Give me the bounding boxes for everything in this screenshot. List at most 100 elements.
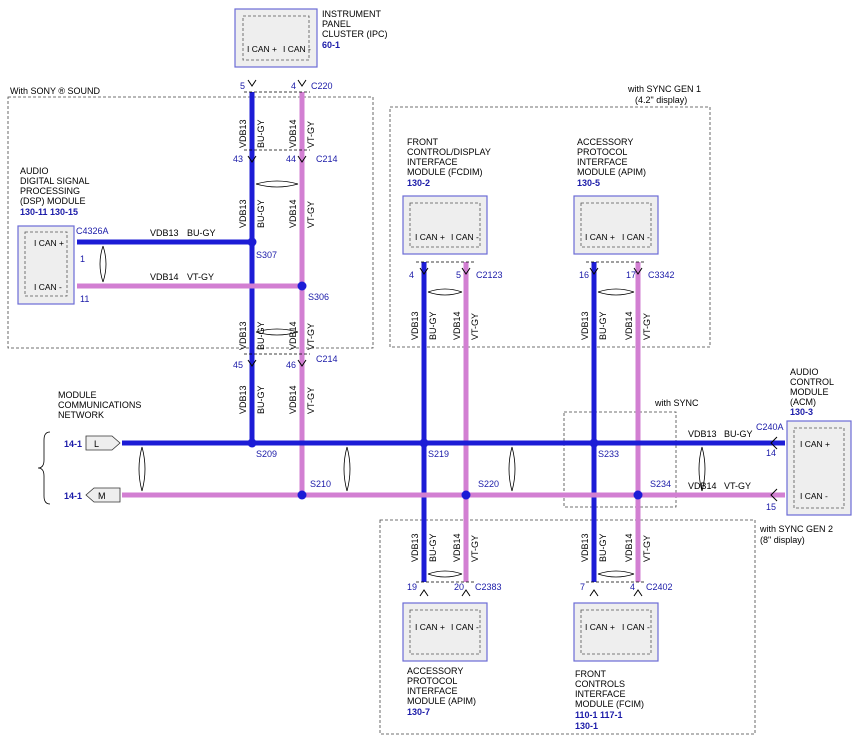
svg-text:ACCESSORY: ACCESSORY <box>407 666 463 676</box>
svg-text:(DSP) MODULE: (DSP) MODULE <box>20 196 86 206</box>
svg-text:15: 15 <box>766 502 776 512</box>
svg-text:I CAN +: I CAN + <box>585 232 615 242</box>
c214-lower-label: C214 <box>316 354 338 364</box>
splice-s306: S306 <box>308 292 329 302</box>
svg-text:C2402: C2402 <box>646 582 673 592</box>
svg-text:AUDIO: AUDIO <box>20 166 49 176</box>
svg-text:I CAN -: I CAN - <box>34 282 62 292</box>
svg-text:MODULE (APIM): MODULE (APIM) <box>577 167 646 177</box>
c214-upper-label: C214 <box>316 154 338 164</box>
dsp-module: I CAN + I CAN - AUDIO DIGITAL SIGNAL PRO… <box>17 166 109 305</box>
svg-text:I CAN +: I CAN + <box>585 622 615 632</box>
svg-text:VT-GY: VT-GY <box>642 313 652 340</box>
svg-text:VDB13: VDB13 <box>238 321 248 350</box>
svg-text:BU-GY: BU-GY <box>256 385 266 414</box>
svg-text:INSTRUMENT: INSTRUMENT <box>322 9 381 19</box>
svg-text:INTERFACE: INTERFACE <box>575 689 626 699</box>
svg-text:CONTROL: CONTROL <box>790 377 834 387</box>
sync-gen1-sublabel: (4.2" display) <box>635 95 687 105</box>
svg-text:L: L <box>94 439 99 449</box>
splice-s234: S234 <box>650 479 671 489</box>
svg-text:14: 14 <box>766 448 776 458</box>
svg-text:VT-GY: VT-GY <box>642 535 652 562</box>
c214-lower-pin-46: 46 <box>286 360 296 370</box>
svg-text:ACCESSORY: ACCESSORY <box>577 137 633 147</box>
svg-text:I CAN +: I CAN + <box>800 439 830 449</box>
svg-text:VDB14: VDB14 <box>624 533 634 562</box>
svg-text:MODULE (FCIM): MODULE (FCIM) <box>575 699 644 709</box>
svg-text:CONTROLS: CONTROLS <box>575 679 625 689</box>
fcdim-module: I CAN + I CAN - FRONT CONTROL/DISPLAY IN… <box>402 137 503 280</box>
splice-s219: S219 <box>428 449 449 459</box>
sony-sound-label: With SONY ® SOUND <box>10 86 100 96</box>
svg-text:5: 5 <box>456 270 461 280</box>
svg-text:130-1: 130-1 <box>575 721 598 731</box>
sync-label: with SYNC <box>654 398 699 408</box>
svg-text:BU-GY: BU-GY <box>724 429 753 439</box>
svg-text:MODULE: MODULE <box>790 387 829 397</box>
svg-text:VDB13: VDB13 <box>238 385 248 414</box>
svg-text:VDB13: VDB13 <box>238 199 248 228</box>
svg-text:20: 20 <box>454 582 464 592</box>
svg-text:14-1: 14-1 <box>64 439 82 449</box>
svg-text:I CAN -: I CAN - <box>451 622 479 632</box>
svg-text:VDB13: VDB13 <box>410 311 420 340</box>
sony-sound-region <box>7 96 374 349</box>
svg-text:INTERFACE: INTERFACE <box>577 157 628 167</box>
svg-text:DIGITAL SIGNAL: DIGITAL SIGNAL <box>20 176 90 186</box>
svg-text:COMMUNICATIONS: COMMUNICATIONS <box>58 400 141 410</box>
sync-gen1-region <box>389 106 711 348</box>
svg-text:7: 7 <box>580 582 585 592</box>
svg-text:C3342: C3342 <box>648 270 675 280</box>
apim-bottom-module: I CAN + I CAN - ACCESSORY PROTOCOL INTER… <box>402 582 502 717</box>
acm-module: I CAN + I CAN - AUDIO CONTROL MODULE (AC… <box>756 367 852 516</box>
svg-text:PROTOCOL: PROTOCOL <box>407 676 457 686</box>
svg-text:4: 4 <box>291 81 296 91</box>
vertical-wire-labels: VDB13 BU-GY VDB14 VT-GY VDB13 BU-GY VDB1… <box>238 119 652 562</box>
svg-text:I CAN +: I CAN + <box>247 44 277 54</box>
svg-text:C220: C220 <box>311 81 333 91</box>
can-low-wires <box>299 92 641 582</box>
svg-text:60-1: 60-1 <box>322 40 340 50</box>
svg-text:VT-GY: VT-GY <box>724 481 751 491</box>
svg-text:I CAN -: I CAN - <box>283 44 311 54</box>
svg-text:VT-GY: VT-GY <box>470 535 480 562</box>
svg-text:C4326A: C4326A <box>76 226 109 236</box>
connector-breaks <box>244 91 646 583</box>
svg-text:VDB14: VDB14 <box>288 385 298 414</box>
svg-text:I CAN -: I CAN - <box>622 232 650 242</box>
svg-text:BU-GY: BU-GY <box>428 533 438 562</box>
svg-text:VT-GY: VT-GY <box>306 121 316 148</box>
svg-text:I CAN +: I CAN + <box>34 238 64 248</box>
svg-text:VDB14: VDB14 <box>288 321 298 350</box>
svg-text:C2383: C2383 <box>475 582 502 592</box>
svg-text:C240A: C240A <box>756 422 784 432</box>
network-m-connector <box>85 487 121 503</box>
fcim-module: I CAN + I CAN - FRONT CONTROLS INTERFACE… <box>573 582 673 731</box>
svg-text:BU-GY: BU-GY <box>187 228 216 238</box>
svg-text:BU-GY: BU-GY <box>598 311 608 340</box>
svg-text:MODULE: MODULE <box>58 390 97 400</box>
svg-text:5: 5 <box>240 81 245 91</box>
svg-text:130-2: 130-2 <box>407 178 430 188</box>
svg-text:BU-GY: BU-GY <box>598 533 608 562</box>
svg-text:17: 17 <box>626 270 636 280</box>
svg-text:NETWORK: NETWORK <box>58 410 104 420</box>
svg-text:CLUSTER (IPC): CLUSTER (IPC) <box>322 29 388 39</box>
c214-upper-pin-44: 44 <box>286 154 296 164</box>
splice-dots <box>247 237 643 500</box>
svg-text:VDB14: VDB14 <box>688 481 717 491</box>
svg-text:VDB13: VDB13 <box>580 533 590 562</box>
twisted-pair-symbols <box>99 180 706 578</box>
svg-text:PROTOCOL: PROTOCOL <box>577 147 627 157</box>
svg-text:VDB14: VDB14 <box>624 311 634 340</box>
svg-text:VT-GY: VT-GY <box>470 313 480 340</box>
svg-text:14-1: 14-1 <box>64 491 82 501</box>
svg-text:1: 1 <box>80 254 85 264</box>
svg-text:I CAN +: I CAN + <box>415 232 445 242</box>
svg-text:MODULE (FCDIM): MODULE (FCDIM) <box>407 167 483 177</box>
svg-text:VT-GY: VT-GY <box>306 201 316 228</box>
sync-gen2-region <box>379 519 756 735</box>
svg-text:I CAN +: I CAN + <box>415 622 445 632</box>
